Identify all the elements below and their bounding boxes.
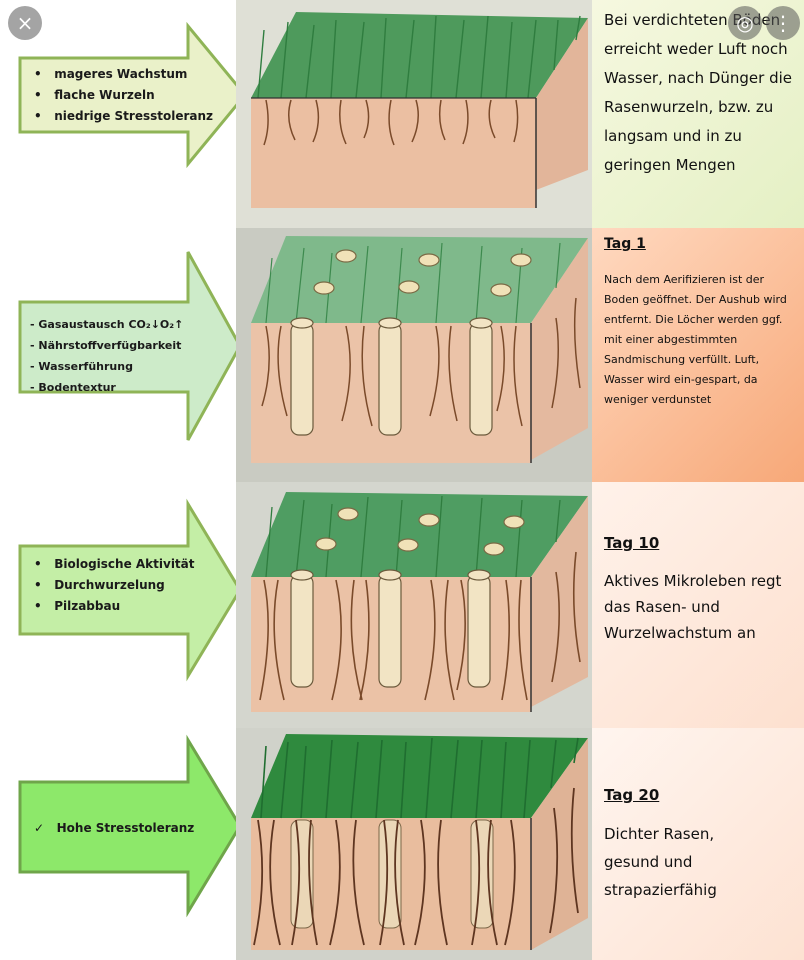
info-panel: Tag 20 Dichter Rasen, gesund und strapaz…	[592, 728, 804, 960]
arrow-bullets: ✓ Hohe Stresstoleranz	[34, 818, 194, 839]
lens-icon[interactable]: ◎	[728, 6, 762, 40]
bullet-item: • Durchwurzelung	[34, 578, 165, 592]
bullet-item: • flache Wurzeln	[34, 88, 155, 102]
soil-illustration	[236, 728, 592, 960]
arrow-shape	[18, 498, 242, 682]
panel-text: Aktives Mikroleben regt das Rasen- und W…	[604, 572, 782, 642]
arrow-bullets: • Biologische Aktivität • Durchwurzelung…	[34, 554, 195, 617]
soil-illustration	[236, 0, 592, 228]
bullet-item: - Wasserführung	[30, 360, 133, 373]
bullet-item: - Gasaustausch CO₂↓O₂↑	[30, 318, 184, 331]
row-day-20: ✓ Hohe Stresstoleranz	[0, 728, 804, 960]
bullet-item: • Pilzabbau	[34, 599, 121, 613]
info-panel: Bei verdichteten Böden erreicht weder Lu…	[592, 0, 804, 228]
bullet-item: ✓ Hohe Stresstoleranz	[34, 821, 195, 835]
arrow-shape	[18, 734, 242, 918]
bullet-item: • niedrige Stresstoleranz	[34, 109, 214, 123]
panel-text: Dichter Rasen, gesund und strapazierfähi…	[604, 825, 717, 899]
panel-title: Tag 1	[604, 236, 646, 252]
soil-illustration	[236, 228, 592, 482]
arrow-bullets: - Gasaustausch CO₂↓O₂↑ - Nährstoffverfüg…	[30, 314, 183, 398]
bullet-item: • Biologische Aktivität	[34, 557, 195, 571]
row-day-1: - Gasaustausch CO₂↓O₂↑ - Nährstoffverfüg…	[0, 228, 804, 482]
panel-text: Bei verdichteten Böden erreicht weder Lu…	[604, 11, 793, 174]
arrow-bullets: • mageres Wachstum • flache Wurzeln • ni…	[34, 64, 213, 127]
arrow-shape	[18, 251, 242, 441]
panel-text: Nach dem Aerifizieren ist der Boden geöf…	[604, 273, 787, 406]
more-icon[interactable]: ⋮	[766, 6, 800, 40]
bullet-item: • mageres Wachstum	[34, 67, 188, 81]
row-compacted-soil: • mageres Wachstum • flache Wurzeln • ni…	[0, 0, 804, 228]
soil-illustration	[236, 482, 592, 728]
bullet-item: - Bodentextur	[30, 381, 116, 394]
panel-title: Tag 20	[604, 786, 660, 804]
panel-title: Tag 10	[604, 534, 660, 552]
close-icon[interactable]: ×	[8, 6, 42, 40]
check-icon: ✓	[34, 821, 45, 835]
info-panel: Tag 1 Nach dem Aerifizieren ist der Bode…	[592, 228, 804, 482]
bullet-item: - Nährstoffverfügbarkeit	[30, 339, 182, 352]
info-panel: Tag 10 Aktives Mikroleben regt das Rasen…	[592, 482, 804, 728]
arrow-shape	[18, 21, 247, 169]
row-day-10: • Biologische Aktivität • Durchwurzelung…	[0, 482, 804, 728]
